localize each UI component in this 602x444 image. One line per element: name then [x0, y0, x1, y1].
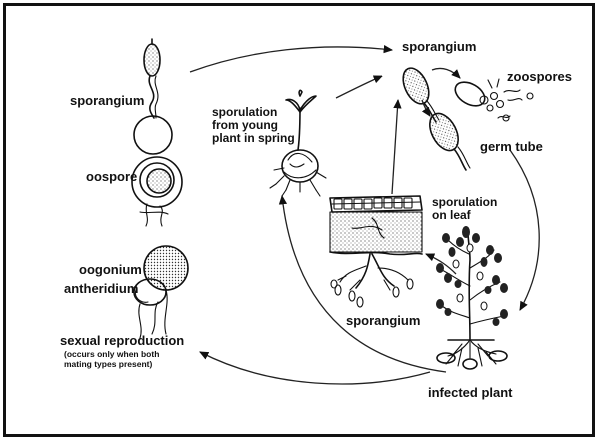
arrow-young-plant-to-sporangium [336, 76, 382, 98]
label-sporulation-leaf-2: on leaf [432, 209, 471, 222]
label-sporangium-leaf: sporangium [346, 314, 420, 328]
arrow-infected-plant-to-sexual-reproduction [200, 352, 430, 384]
label-sporulation-young-3: plant in spring [212, 132, 295, 145]
label-sporulation-leaf-1: sporulation [432, 196, 497, 209]
label-sporulation-young-2: from young [212, 119, 278, 132]
infected-plant-illustration [436, 226, 508, 369]
arrow-leaf-to-sporangium [392, 100, 398, 194]
label-infected-plant: infected plant [428, 386, 513, 400]
arrow-sporangium-to-zoospores [432, 68, 460, 78]
label-oospore: oospore [86, 170, 137, 184]
label-germ-tube: germ tube [480, 140, 543, 154]
label-sexual-reproduction: sexual reproduction [60, 334, 184, 348]
label-oogonium: oogonium [79, 263, 142, 277]
arrow-germ-tube-to-infected-plant [510, 150, 539, 310]
label-zoospores: zoospores [507, 70, 572, 84]
arrow-sporangium-to-top-right [190, 47, 392, 72]
label-sporangium-top-right: sporangium [402, 40, 476, 54]
label-antheridium: antheridium [64, 282, 138, 296]
oospore-illustration [132, 157, 182, 226]
label-sporangium-left: sporangium [70, 94, 144, 108]
sporangium-top-right-illustration [398, 64, 439, 122]
label-sexual-reproduction-note: (occurs only when both mating types pres… [64, 350, 182, 370]
oogonium-antheridium-illustration [134, 246, 188, 338]
label-sporulation-young-1: sporulation [212, 106, 277, 119]
leaf-section-illustration [330, 196, 422, 307]
germ-tube-illustration [424, 109, 470, 170]
